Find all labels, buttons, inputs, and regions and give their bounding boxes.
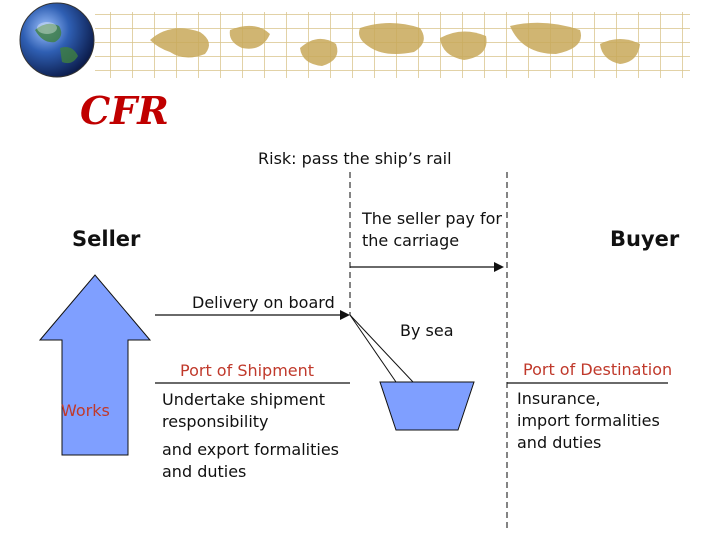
shipment-duties-line: and duties [162,462,247,481]
risk-label: Risk: pass the ship’s rail [258,149,452,168]
works-label: Works [61,401,110,420]
carriage-text: The seller pay for the carriage [362,208,502,252]
destination-duties: Insurance, import formalities and duties [517,388,660,454]
sea-line [349,314,397,383]
sea-line [349,314,414,383]
globe-icon [19,2,95,78]
seller-label: Seller [72,227,141,251]
world-map-watermark [150,22,640,66]
delivery-label: Delivery on board [192,293,335,312]
slide-title: CFR [80,88,169,133]
carriage-line: the carriage [362,231,460,250]
destination-duties-line: Insurance, [517,389,601,408]
destination-duties-line: and duties [517,433,602,452]
header-banner [19,2,690,78]
by-sea-label: By sea [400,321,454,340]
shipment-duties: Undertake shipment responsibility and ex… [162,389,339,483]
shipment-duties-line: and export formalities [162,440,339,459]
ship-shape [379,381,475,431]
buyer-label: Buyer [610,227,680,251]
port-shipment-label: Port of Shipment [180,361,315,380]
shipment-duties-line: Undertake shipment [162,390,326,409]
port-destination-label: Port of Destination [523,360,673,379]
carriage-line: The seller pay for [362,209,502,228]
shipment-duties-line: responsibility [162,412,269,431]
works-arrow [38,274,152,456]
destination-duties-line: import formalities [517,411,660,430]
